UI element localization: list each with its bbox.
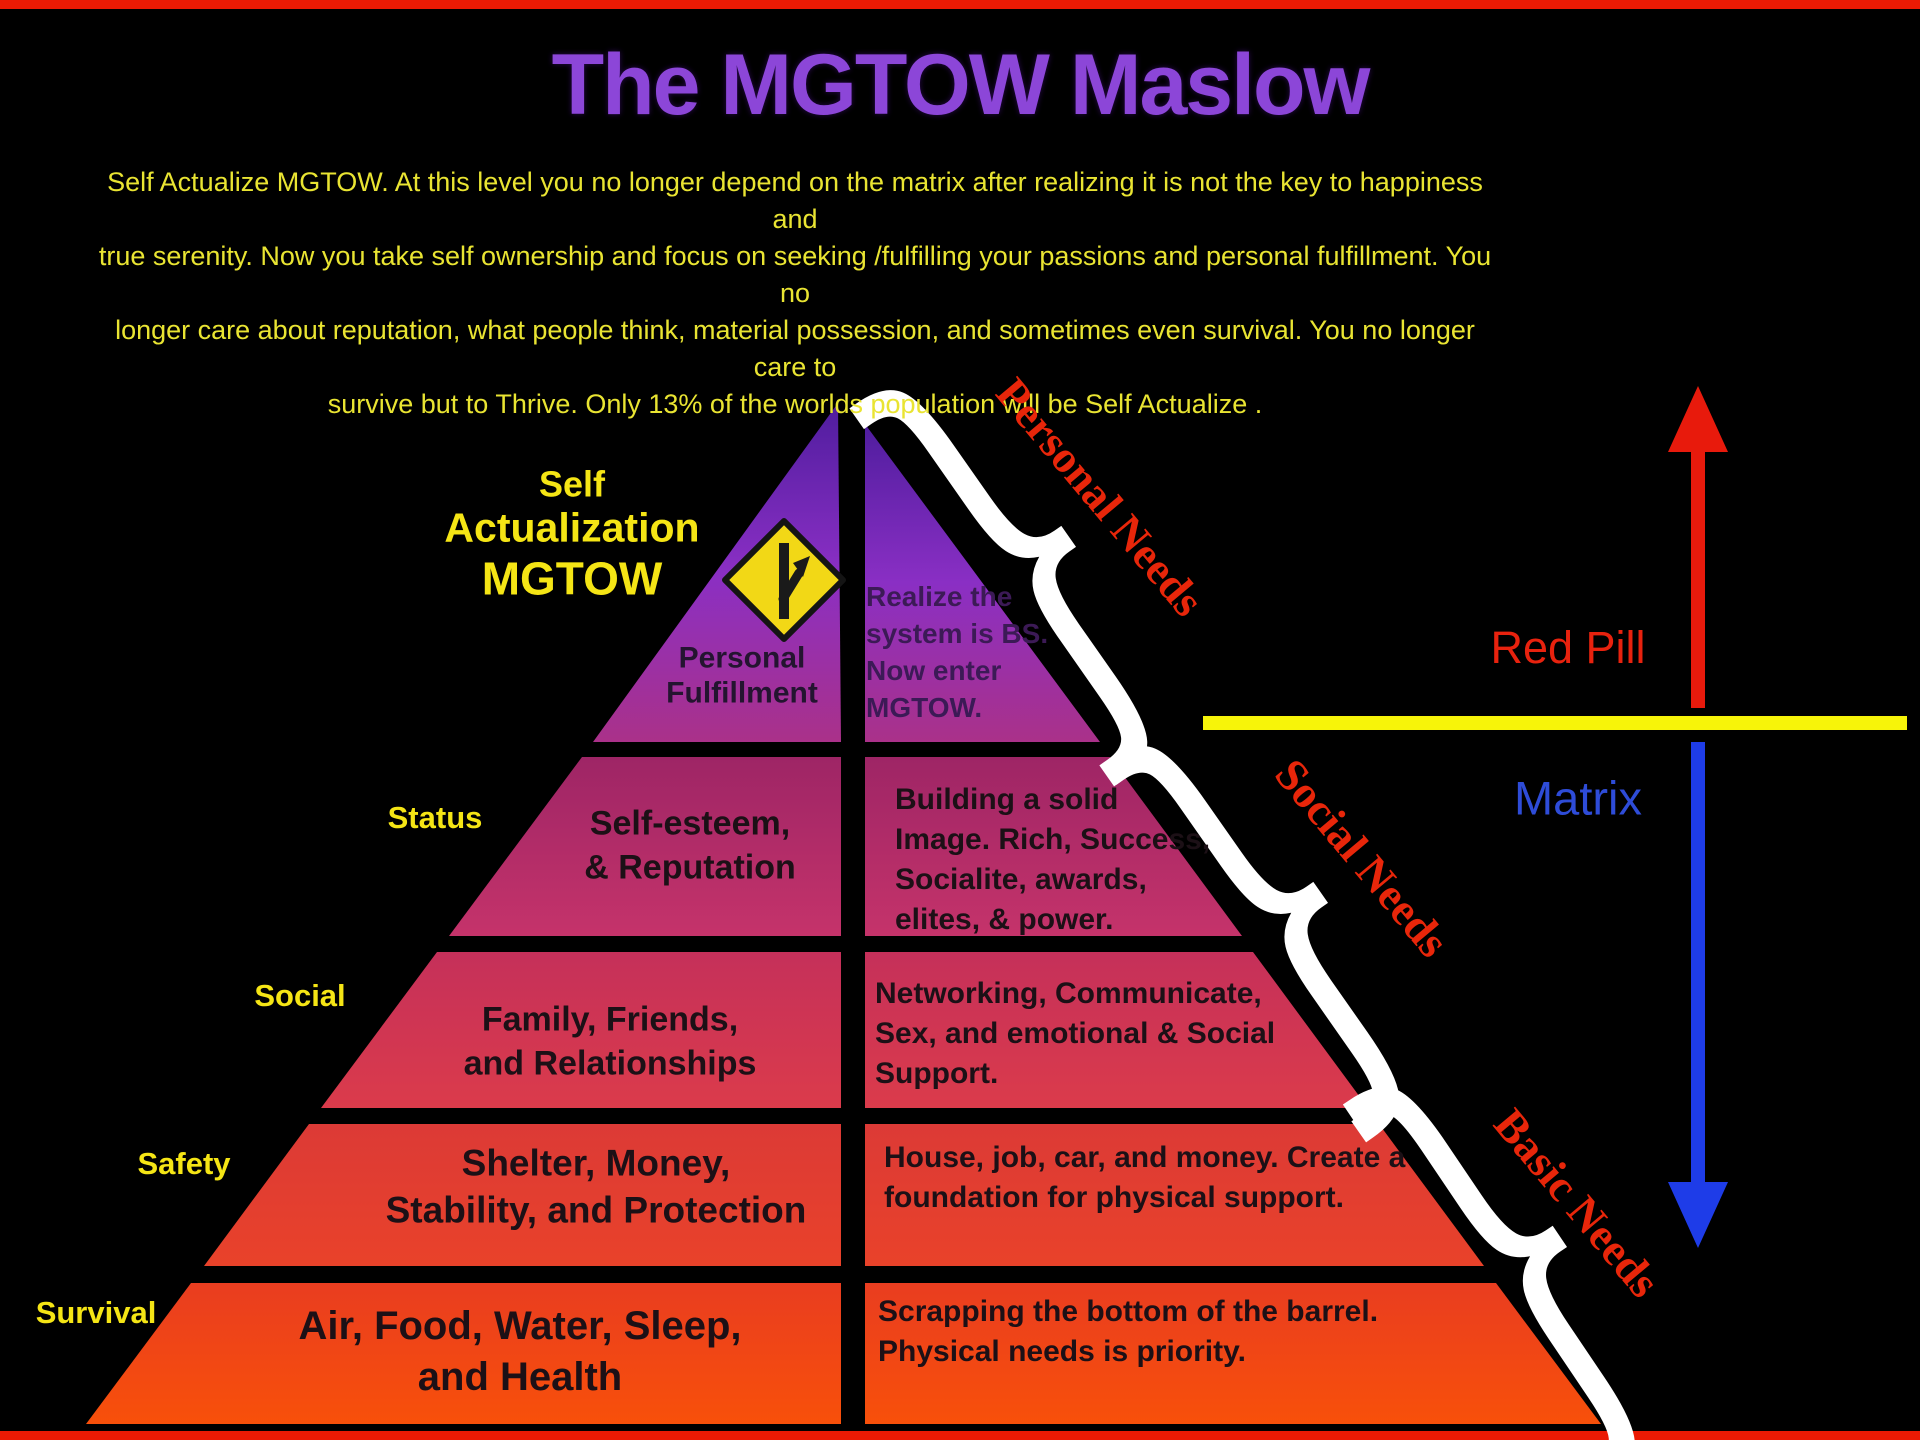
- level-social-right-shape: [865, 952, 1368, 1108]
- red-pill-label: Red Pill: [1490, 622, 1646, 673]
- label-safety: Safety: [137, 1146, 231, 1182]
- text-line: Networking, Communicate,: [875, 977, 1262, 1010]
- redpill-matrix-divider-line: [1203, 716, 1907, 730]
- level-selfactualization-left-shape: [593, 403, 841, 742]
- level-selfactualization-left-text: Personal Fulfillment: [666, 642, 818, 711]
- text-line: Scrapping the bottom of the barrel.: [878, 1295, 1379, 1328]
- text-line: Self-esteem,: [589, 804, 791, 843]
- level-social-left-text: Family, Friends, and Relationships: [464, 998, 757, 1085]
- text-line: House, job, car, and money. Create a: [884, 1141, 1406, 1174]
- level-safety-left-shape: [204, 1124, 841, 1266]
- level-survival-right-shape: [865, 1283, 1601, 1424]
- text-line: Personal: [678, 641, 806, 675]
- text-line: Shelter, Money,: [461, 1142, 731, 1184]
- text-line: Socialite, awards,: [895, 863, 1147, 896]
- text-line: MGTOW.: [866, 692, 983, 723]
- text-line: Realize the: [866, 581, 1013, 612]
- text-line: and Health: [417, 1355, 623, 1399]
- text-line: system is BS.: [866, 618, 1049, 649]
- matrix-arrow: [1668, 742, 1728, 1248]
- level-selfactualization-right-shape: [865, 424, 1100, 742]
- text-line: Sex, and emotional & Social: [875, 1017, 1276, 1050]
- intro-line: survive but to Thrive. Only 13% of the w…: [327, 389, 1263, 419]
- page-title: The MGTOW Maslow: [551, 37, 1371, 133]
- bottom-border-strip: [0, 1431, 1920, 1440]
- label-line: MGTOW: [481, 551, 663, 604]
- intro-paragraph: Self Actualize MGTOW. At this level you …: [95, 164, 1495, 423]
- intro-line: longer care about reputation, what peopl…: [115, 315, 1475, 382]
- text-line: Physical needs is priority.: [878, 1335, 1246, 1368]
- text-line: Building a solid: [895, 783, 1119, 816]
- level-safety-left-text: Shelter, Money, Stability, and Protectio…: [386, 1140, 807, 1235]
- label-survival: Survival: [35, 1295, 157, 1331]
- level-survival-right-text: Scrapping the bottom of the barrel. Phys…: [878, 1292, 1378, 1372]
- label-status: Status: [387, 800, 483, 836]
- intro-line: Self Actualize MGTOW. At this level you …: [107, 167, 1483, 234]
- text-line: Stability, and Protection: [385, 1190, 807, 1231]
- level-survival-left-text: Air, Food, Water, Sleep, and Health: [298, 1301, 741, 1403]
- side-road-sign-icon: [722, 518, 846, 642]
- matrix-label: Matrix: [1514, 771, 1642, 825]
- text-line: Image. Rich, Success,: [895, 823, 1211, 856]
- text-line: and Relationships: [463, 1044, 757, 1082]
- level-social-left-shape: [321, 952, 841, 1108]
- level-survival-left-shape: [86, 1283, 841, 1424]
- text-line: Fulfillment: [666, 676, 818, 709]
- level-status-left-shape: [449, 757, 841, 936]
- text-line: elites, & power.: [895, 903, 1114, 936]
- red-pill-arrow: [1668, 386, 1728, 708]
- label-social: Social: [254, 978, 346, 1014]
- level-social-right-text: Networking, Communicate, Sex, and emotio…: [875, 974, 1275, 1094]
- level-safety-right-shape: [865, 1124, 1484, 1266]
- label-line: Self: [538, 463, 606, 505]
- label-self-actualization-mgtow: Self Actualization MGTOW: [444, 463, 699, 604]
- text-line: Air, Food, Water, Sleep,: [298, 1303, 742, 1348]
- top-border-strip: [0, 0, 1920, 9]
- intro-line: true serenity. Now you take self ownersh…: [98, 241, 1492, 308]
- text-line: Now enter: [866, 655, 1002, 686]
- level-status-right-text: Building a solid Image. Rich, Success, S…: [895, 780, 1210, 940]
- text-line: foundation for physical support.: [884, 1181, 1344, 1214]
- label-line: Actualization: [444, 504, 700, 551]
- text-line: Support.: [875, 1057, 999, 1090]
- level-status-right-shape: [865, 757, 1242, 936]
- text-line: & Reputation: [584, 848, 796, 886]
- level-safety-right-text: House, job, car, and money. Create a fou…: [884, 1138, 1405, 1218]
- level-selfactualization-right-text: Realize the system is BS. Now enter MGTO…: [866, 578, 1048, 726]
- text-line: Family, Friends,: [481, 1000, 739, 1039]
- level-status-left-text: Self-esteem, & Reputation: [584, 802, 796, 889]
